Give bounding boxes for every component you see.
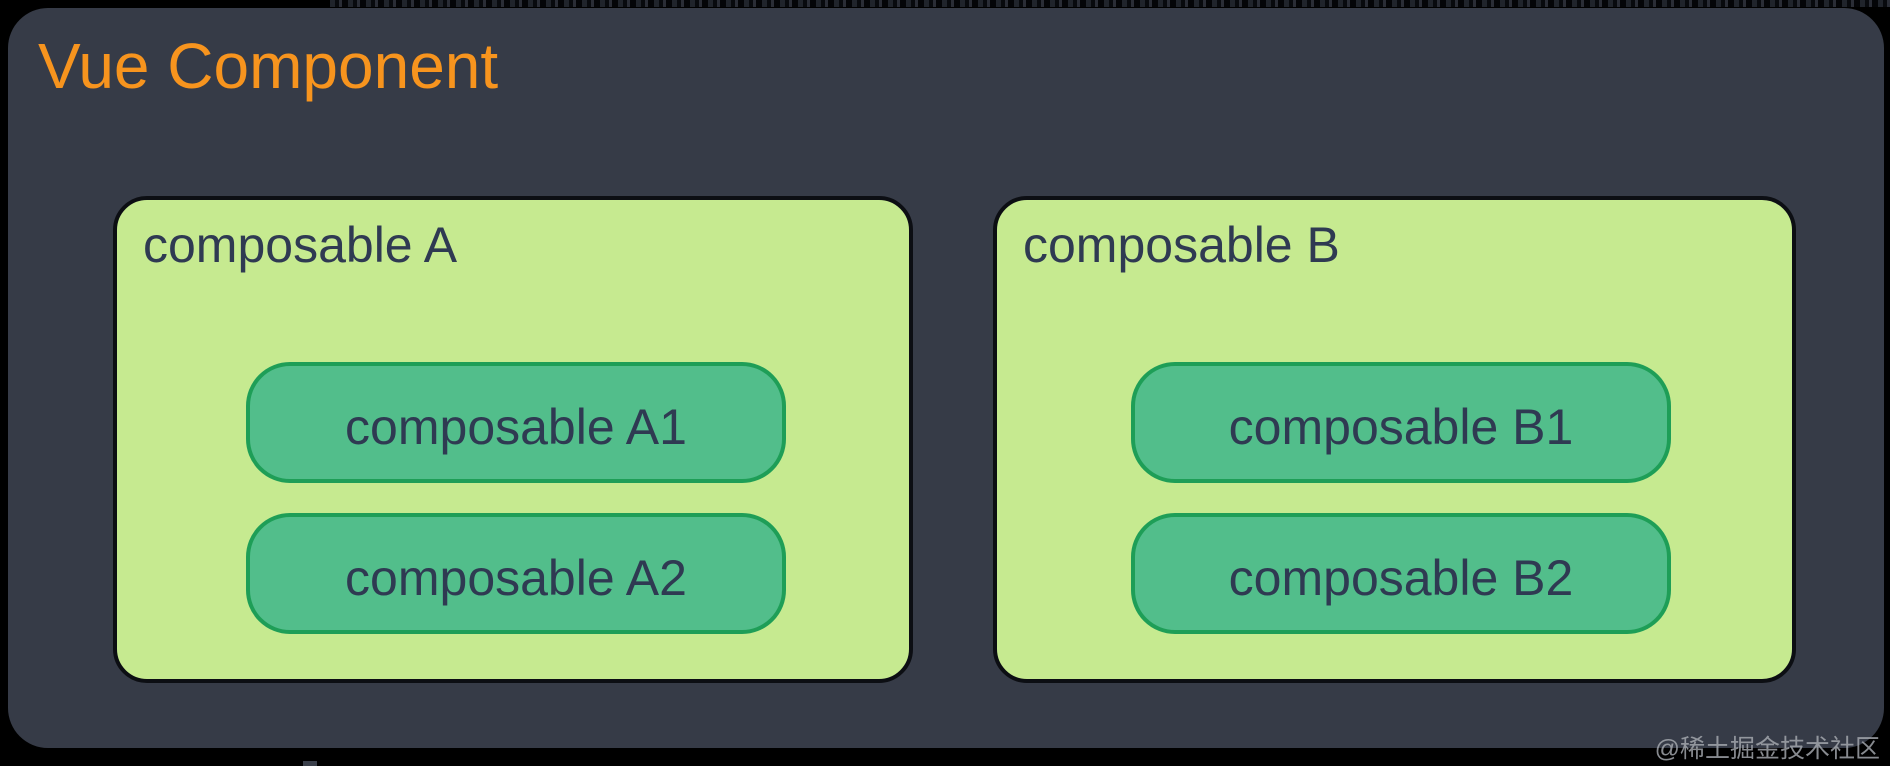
- composable-a1-label: composable A1: [345, 398, 687, 455]
- composable-b2-pill: composable B2: [1131, 513, 1671, 634]
- composable-a2-pill: composable A2: [246, 513, 786, 634]
- composable-a-label: composable A: [143, 217, 458, 273]
- composable-b2-label: composable B2: [1228, 549, 1574, 606]
- vue-component-panel: Vue Component composable A composable A1…: [8, 8, 1884, 748]
- composable-a-box: composable A composable A1 composable A2: [113, 196, 913, 683]
- composable-b-label: composable B: [1023, 217, 1340, 273]
- composable-b1-pill: composable B1: [1131, 362, 1671, 483]
- bottom-artifact-dash: [303, 761, 317, 766]
- top-artifact-strip: [330, 0, 1890, 7]
- diagram-title: Vue Component: [38, 30, 499, 102]
- composable-b1-label: composable B1: [1228, 398, 1574, 455]
- composable-b-box: composable B composable B1 composable B2: [993, 196, 1796, 683]
- watermark: @稀土掘金技术社区: [1654, 735, 1880, 763]
- composable-a2-label: composable A2: [345, 549, 687, 606]
- composable-a1-pill: composable A1: [246, 362, 786, 483]
